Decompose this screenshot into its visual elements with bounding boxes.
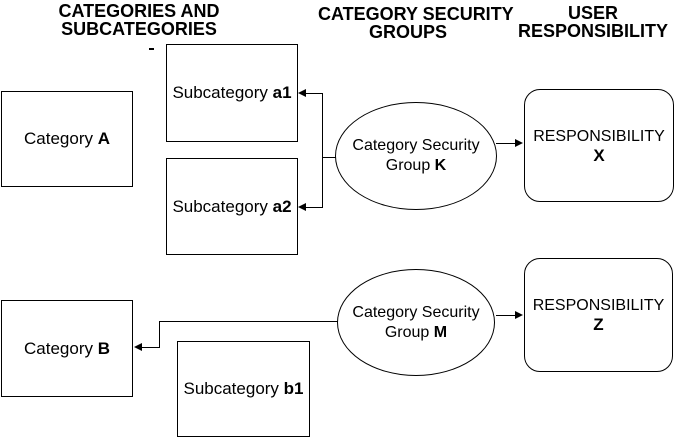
connector-m-b-vertical-line: [159, 321, 160, 348]
header-line: RESPONSIBILITY: [517, 21, 669, 41]
stray-mark: [149, 48, 154, 50]
node-label: Category A: [24, 129, 110, 149]
connector-k-stub-line: [323, 157, 336, 158]
connector-k-vertical-line: [322, 93, 323, 208]
node-label: Category B: [24, 339, 110, 359]
node-label: RESPONSIBILITY X: [533, 127, 665, 165]
header-categories-subcategories: CATEGORIES AND SUBCATEGORIES: [49, 2, 229, 38]
node-key-text: b1: [283, 379, 304, 398]
node-responsibility-z: RESPONSIBILITY Z: [524, 258, 673, 372]
node-label-text: Group: [384, 323, 430, 341]
node-key-text: Z: [593, 315, 604, 334]
node-security-group-m: Category Security Group M: [337, 269, 495, 376]
header-line: SUBCATEGORIES: [61, 19, 217, 39]
header-category-security-groups: CATEGORY SECURITY GROUPS: [318, 4, 514, 42]
node-label: RESPONSIBILITY Z: [533, 296, 665, 334]
node-label-line2: Group M: [352, 323, 479, 343]
node-subcategory-b1: Subcategory b1: [177, 341, 310, 437]
connector-m-b-arrow-line: [141, 347, 160, 348]
node-key-text: A: [97, 129, 110, 148]
node-label-text: Category: [24, 338, 93, 358]
node-key-text: X: [593, 145, 605, 165]
arrowhead-into-x: [515, 139, 523, 147]
node-label-text: Subcategory: [172, 83, 268, 102]
node-security-group-k: Category Security Group K: [335, 102, 497, 210]
connector-m-b-horizontal-line: [159, 321, 338, 322]
node-category-a: Category A: [1, 91, 133, 187]
node-label: Category Security Group M: [352, 303, 479, 343]
node-key-text: K: [434, 157, 447, 174]
node-key-text: a2: [272, 196, 292, 216]
node-subcategory-a2: Subcategory a2: [166, 158, 298, 255]
header-line: GROUPS: [368, 22, 447, 42]
node-responsibility-x: RESPONSIBILITY X: [524, 89, 674, 202]
node-label-text: Subcategory: [172, 196, 268, 216]
node-label: Subcategory a1: [172, 83, 291, 103]
node-label-line1: RESPONSIBILITY: [532, 297, 665, 314]
connector-k-a2-line: [305, 207, 323, 208]
header-line: CATEGORIES AND: [58, 1, 220, 21]
node-label-line1: Category Security: [352, 303, 480, 321]
node-category-b: Category B: [1, 300, 133, 397]
node-label-line1: Category Security: [352, 137, 480, 154]
node-label: Subcategory a2: [172, 197, 291, 217]
connector-k-x-line: [496, 143, 516, 144]
node-subcategory-a1: Subcategory a1: [166, 44, 298, 142]
node-label-line1: RESPONSIBILITY: [533, 127, 665, 145]
node-label: Subcategory b1: [183, 379, 303, 399]
header-line: CATEGORY SECURITY: [318, 4, 514, 24]
connector-m-z-line: [496, 315, 516, 316]
arrowhead-into-z: [515, 311, 523, 319]
connector-k-a1-line: [305, 93, 323, 94]
node-label-line2: Group K: [352, 156, 479, 176]
node-label-text: Category: [24, 129, 93, 148]
node-key-text: M: [433, 323, 448, 341]
node-key-text: a1: [272, 83, 292, 102]
arrowhead-into-b: [134, 343, 142, 351]
arrowhead-into-a2: [298, 203, 306, 211]
header-user-responsibility: USER RESPONSIBILITY: [503, 4, 676, 40]
node-label-text: Group: [385, 157, 431, 174]
header-line: USER: [567, 3, 618, 23]
node-label-text: Subcategory: [183, 379, 279, 398]
node-label: Category Security Group K: [352, 136, 479, 176]
node-key-text: B: [97, 338, 110, 358]
arrowhead-into-a1: [298, 89, 306, 97]
